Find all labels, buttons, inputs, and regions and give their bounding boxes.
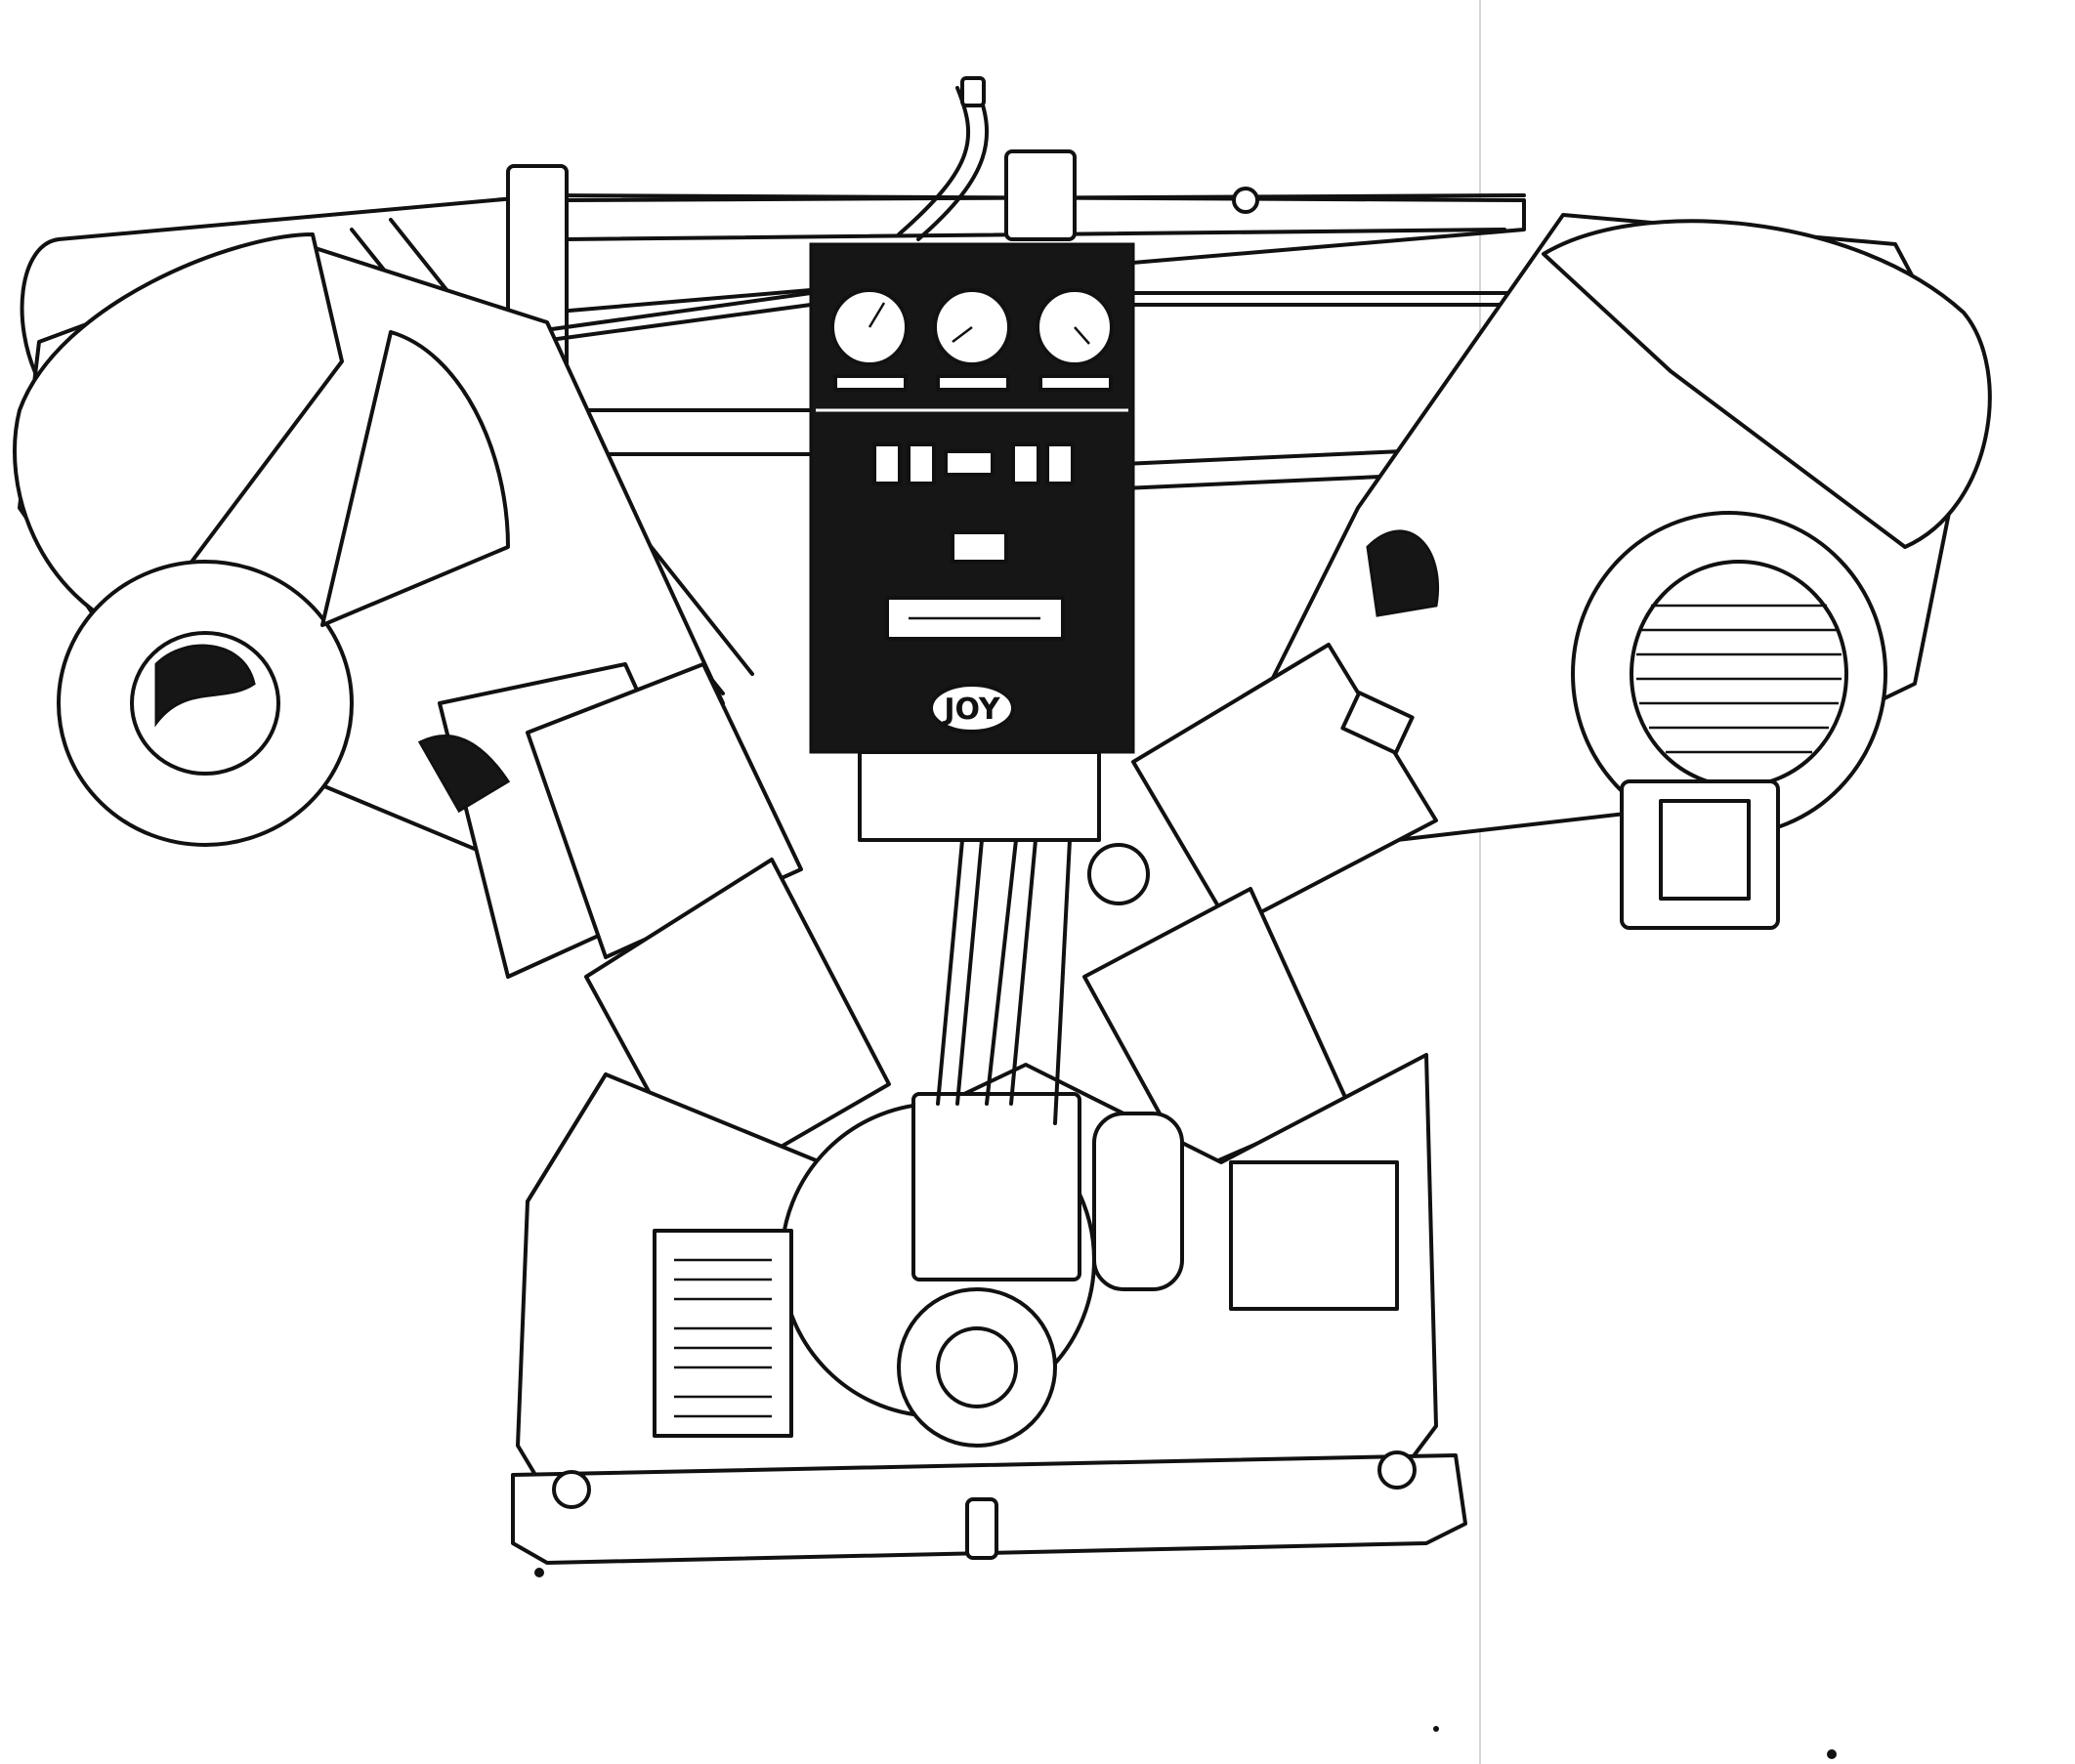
lubricator-block bbox=[911, 1092, 1081, 1281]
brand-logo-oval bbox=[929, 683, 1015, 734]
scan-speck bbox=[1433, 1726, 1439, 1732]
crankcase-frame bbox=[516, 843, 1438, 1496]
left-flange-opening bbox=[154, 644, 256, 728]
brand-logo-text: JOY bbox=[942, 693, 1001, 727]
indicator-lamp-2 bbox=[907, 442, 936, 485]
base-skid bbox=[511, 1450, 1467, 1565]
base-bolt-left bbox=[552, 1470, 591, 1509]
indicator-lamp-1 bbox=[872, 442, 902, 485]
right-nameplate bbox=[1340, 691, 1415, 755]
oil-filter-canister bbox=[1092, 1112, 1184, 1291]
breather-cap bbox=[1087, 843, 1150, 905]
manifold-flange-center bbox=[1004, 149, 1077, 241]
instruction-plate bbox=[653, 1229, 793, 1438]
gauge-1-label-plate bbox=[833, 374, 908, 392]
control-tubing bbox=[936, 838, 1072, 1125]
indicator-lamp-3 bbox=[1011, 442, 1040, 485]
gauge-3-label-plate bbox=[1038, 374, 1113, 392]
left-cylinder-bank bbox=[13, 232, 891, 1194]
panel-tube-bracket bbox=[858, 750, 1101, 842]
gauge-control-panel: JOY bbox=[809, 242, 1135, 842]
scan-speck bbox=[1827, 1749, 1837, 1759]
hour-meter-display bbox=[944, 449, 995, 477]
right-flange-grille bbox=[1636, 604, 1842, 754]
indicator-lamp-4 bbox=[1045, 442, 1075, 485]
manifold-plug bbox=[1232, 187, 1259, 214]
gauge-2-label-plate bbox=[936, 374, 1010, 392]
junction-box bbox=[1229, 1160, 1399, 1311]
top-fitting bbox=[960, 76, 986, 107]
right-cylinder-bank bbox=[1082, 213, 1992, 1174]
scan-speck bbox=[534, 1568, 544, 1577]
left-cylinder-head bbox=[13, 232, 344, 637]
reset-switch bbox=[951, 530, 1008, 564]
base-bolt-right bbox=[1377, 1450, 1417, 1490]
instruction-plate-lines bbox=[674, 1258, 772, 1418]
right-cylinder-head bbox=[1542, 219, 1992, 549]
drain-valve bbox=[965, 1497, 998, 1560]
